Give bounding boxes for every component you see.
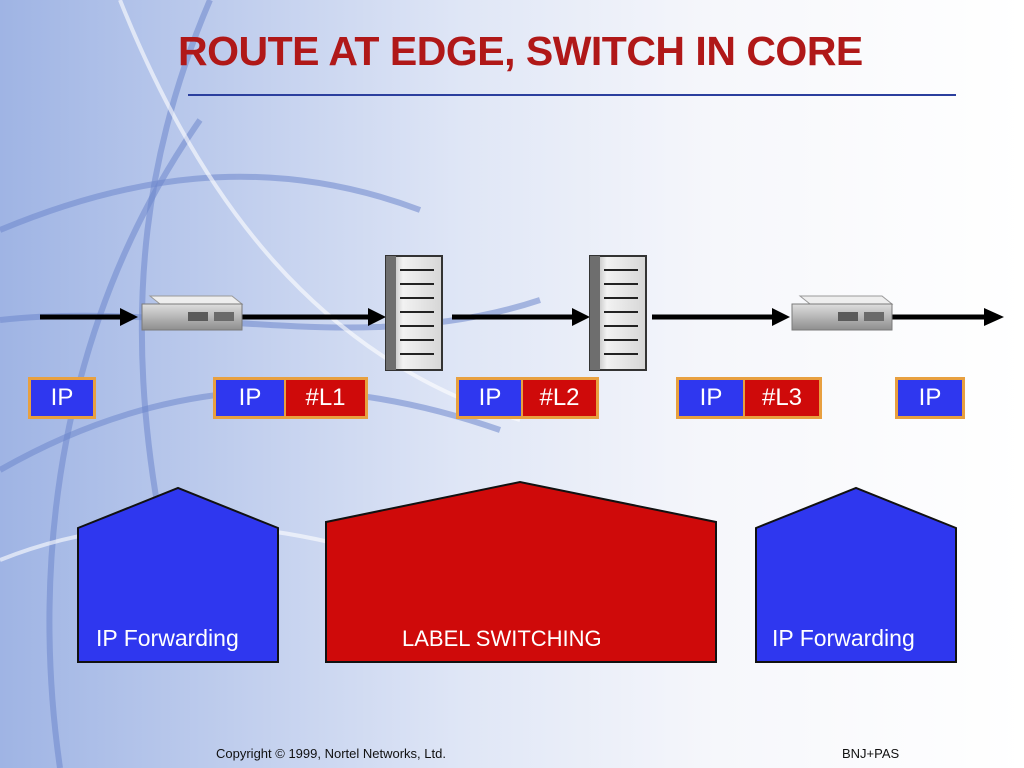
- packet-ip-cell: IP: [216, 380, 284, 416]
- core-switch-icon: [385, 255, 443, 371]
- packet-ip-cell: IP: [898, 380, 962, 416]
- label-switching-zone: [325, 480, 717, 663]
- zone-label-right: IP Forwarding: [772, 625, 915, 651]
- flow-arrows: [40, 308, 1004, 326]
- packet-ip-cell: IP: [459, 380, 521, 416]
- packet-ingress: IP: [28, 377, 96, 419]
- packet-label-cell: #L2: [521, 380, 596, 416]
- packet-ip-cell: IP: [31, 380, 93, 416]
- slide-title: ROUTE AT EDGE, SWITCH IN CORE: [178, 28, 863, 74]
- packet-label-1: IP #L1: [213, 377, 368, 419]
- core-switch-icon: [589, 255, 647, 371]
- footer-tag: BNJ+PAS: [842, 746, 900, 761]
- packet-label-cell: #L1: [284, 380, 365, 416]
- edge-router-icon: [141, 295, 244, 331]
- zone-label-center: LABEL SWITCHING: [402, 626, 602, 651]
- zone-label-left: IP Forwarding: [96, 625, 239, 651]
- ip-forwarding-zone-right: [755, 486, 957, 663]
- packet-label-3: IP #L3: [676, 377, 822, 419]
- packet-egress: IP: [895, 377, 965, 419]
- packet-label-cell: #L3: [743, 380, 819, 416]
- copyright-notice: Copyright © 1999, Nortel Networks, Ltd.: [216, 746, 446, 761]
- edge-router-icon: [791, 295, 894, 331]
- title-underline: [188, 94, 956, 96]
- packet-ip-cell: IP: [679, 380, 743, 416]
- ip-forwarding-zone-left: [77, 486, 279, 663]
- packet-label-2: IP #L2: [456, 377, 599, 419]
